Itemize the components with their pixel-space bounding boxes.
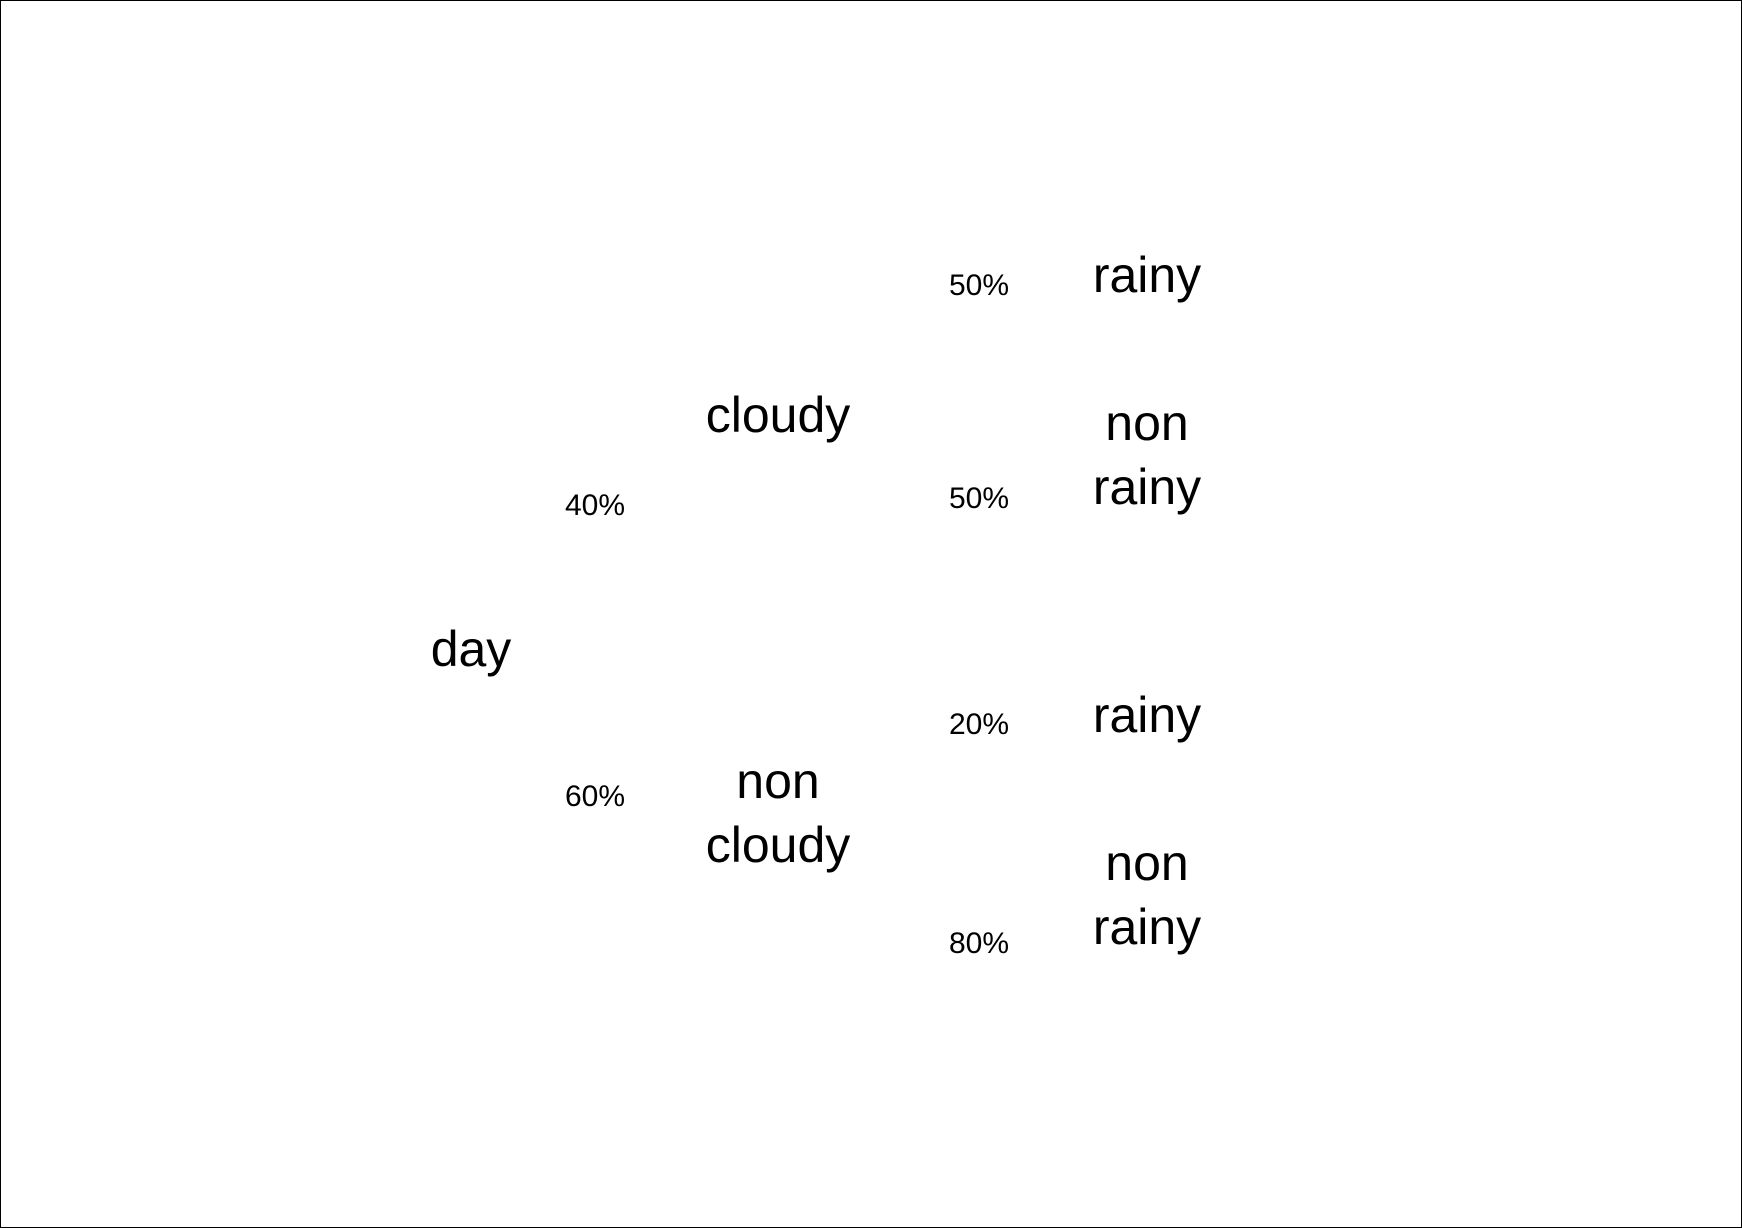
node-non-cloudy-non-rainy: non rainy bbox=[1092, 835, 1202, 955]
prob-non-cloudy-rainy: 20% bbox=[949, 708, 1010, 741]
prob-cloudy: 40% bbox=[565, 489, 626, 522]
prob-cloudy-rainy: 50% bbox=[949, 269, 1010, 302]
prob-non-cloudy-non-rainy: 80% bbox=[949, 927, 1010, 960]
node-cloudy-rainy: rainy bbox=[1092, 247, 1202, 303]
node-cloudy: cloudy bbox=[705, 387, 851, 443]
prob-cloudy-non-rainy: 50% bbox=[949, 482, 1010, 515]
node-non-cloudy-rainy: rainy bbox=[1092, 687, 1202, 743]
node-non-cloudy: non cloudy bbox=[705, 753, 851, 873]
prob-non-cloudy: 60% bbox=[565, 780, 626, 813]
node-cloudy-non-rainy: non rainy bbox=[1092, 395, 1202, 515]
node-day: day bbox=[430, 621, 512, 677]
